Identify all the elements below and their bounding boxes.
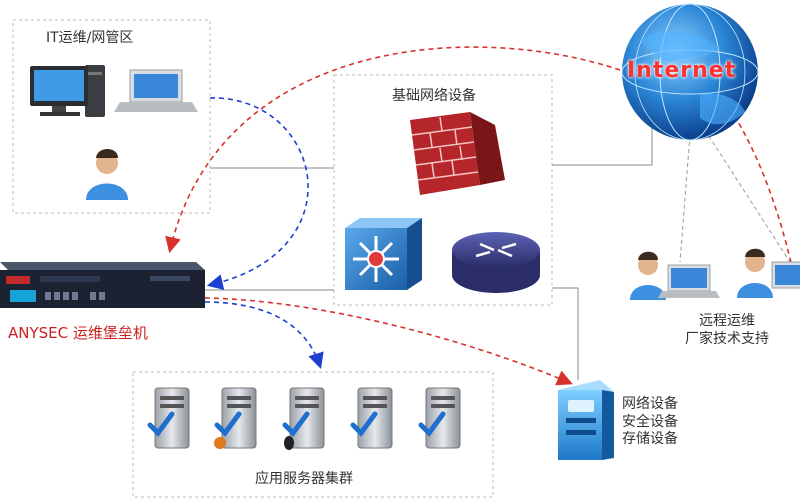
devices-line-3: 存储设备 bbox=[622, 431, 678, 447]
server-icon bbox=[350, 387, 393, 449]
solid-links bbox=[205, 120, 653, 380]
devices-line-1: 网络设备 bbox=[622, 396, 678, 412]
infra-zone bbox=[333, 74, 553, 306]
red-flow-bastion-to-storage bbox=[204, 297, 573, 386]
bastion-label: ANYSEC 运维堡垒机 bbox=[8, 324, 148, 342]
it-ops-zone bbox=[12, 19, 211, 214]
blue-flow-bastion-to-servers bbox=[204, 301, 324, 370]
link-infra-internet bbox=[552, 120, 653, 166]
red-flow-remote-to-internet bbox=[699, 71, 796, 281]
link-infra-storage bbox=[552, 287, 579, 380]
desktop-computer-icon bbox=[30, 65, 105, 117]
internet-label: Internet bbox=[627, 58, 737, 83]
remote-support-label: 远程运维 厂家技术支持 bbox=[672, 313, 782, 348]
server-cluster bbox=[147, 387, 461, 450]
server-icon bbox=[147, 387, 190, 449]
switch-icon bbox=[345, 218, 422, 290]
router-icon bbox=[452, 232, 540, 293]
it-ops-zone-label: IT运维/网管区 bbox=[46, 30, 134, 46]
server-icon bbox=[282, 387, 325, 450]
remote-user-icon bbox=[737, 248, 800, 298]
internet-globe-icon bbox=[621, 3, 759, 141]
bastion-appliance-icon bbox=[0, 262, 205, 308]
server-zone bbox=[132, 371, 494, 498]
remote-user-icon bbox=[630, 251, 720, 300]
internet-remote-links bbox=[679, 129, 791, 263]
firewall-icon bbox=[410, 112, 505, 195]
server-icon bbox=[418, 387, 461, 449]
server-zone-label: 应用服务器集群 bbox=[255, 471, 353, 487]
devices-label: 网络设备 安全设备 存储设备 bbox=[622, 396, 678, 449]
laptop-icon bbox=[114, 69, 198, 112]
red-flow-internet-to-bastion bbox=[165, 46, 621, 254]
storage-cabinet-icon bbox=[558, 380, 614, 460]
blue-flow-itops-to-bastion bbox=[206, 97, 309, 290]
remote-support-line-1: 远程运维 bbox=[699, 313, 755, 329]
devices-line-2: 安全设备 bbox=[622, 413, 678, 430]
server-icon bbox=[214, 387, 257, 449]
infra-zone-label: 基础网络设备 bbox=[392, 88, 476, 104]
operator-user-icon bbox=[86, 149, 128, 200]
remote-support-line-2: 厂家技术支持 bbox=[685, 330, 769, 347]
